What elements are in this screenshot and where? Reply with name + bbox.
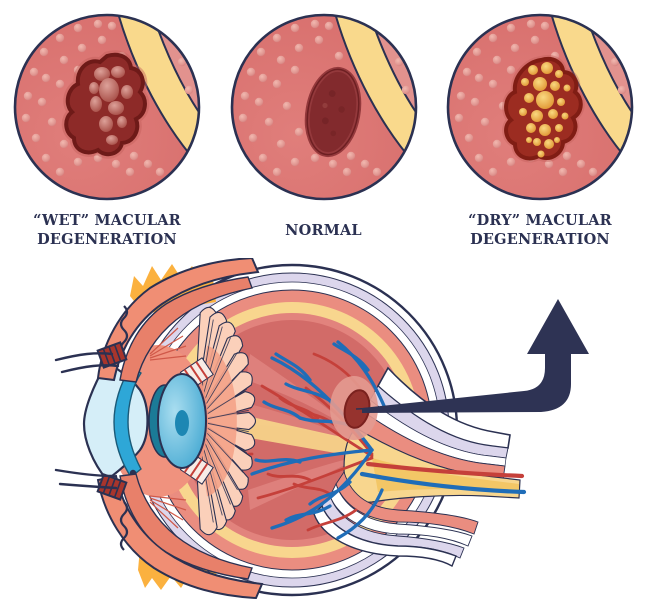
dry-lesion-drusen <box>519 62 571 158</box>
retina-dots-field <box>454 19 627 177</box>
iris <box>113 364 142 479</box>
muscle-fibers-bottom <box>149 495 187 529</box>
normal-panel: NORMAL <box>224 12 424 251</box>
label-line1: “WET” MACULAR <box>33 212 181 229</box>
wet-lesion <box>64 52 147 157</box>
inferior-rectus-muscle <box>54 468 264 600</box>
tendon-line-bottom-2 <box>58 482 118 490</box>
wet-degeneration-panel: “WET” MACULAR DEGENERATION <box>7 12 207 251</box>
anterior-segment <box>82 345 214 497</box>
retina-closeup-row: “WET” MACULAR DEGENERATION <box>0 12 647 251</box>
normal-label: NORMAL <box>285 209 362 251</box>
retina-closeup-normal <box>230 13 417 201</box>
muscle-squiggle-bottom <box>119 501 129 551</box>
label-line2: DEGENERATION <box>37 231 177 248</box>
label-line2: DEGENERATION <box>470 231 610 248</box>
wet-degeneration-label: “WET” MACULAR DEGENERATION <box>33 209 181 251</box>
normal-macula <box>304 66 361 158</box>
superior-rectus-muscle <box>54 256 260 383</box>
muscle-fibers-top <box>149 327 187 361</box>
label-line1: NORMAL <box>285 221 362 239</box>
eye-cross-section-wrap <box>0 256 647 600</box>
tendon-line-top-2 <box>60 364 120 374</box>
eye-cross-section <box>54 256 589 600</box>
central-retinal-artery <box>365 461 525 479</box>
light-beam <box>238 414 364 458</box>
retina-closeup-dry <box>446 13 634 201</box>
label-line1: “DRY” MACULAR <box>468 212 612 229</box>
tendon-line-bottom-1 <box>54 468 114 478</box>
retina-dots-field <box>238 19 410 177</box>
lens-nucleus <box>175 410 189 436</box>
tendon-line-top-1 <box>54 352 114 362</box>
central-retinal-vein <box>359 471 527 495</box>
dry-degeneration-label: “DRY” MACULAR DEGENERATION <box>468 209 612 251</box>
dry-degeneration-panel: “DRY” MACULAR DEGENERATION <box>440 12 640 251</box>
retina-closeup-wet <box>13 13 201 201</box>
wet-lesion-bumps <box>89 66 133 145</box>
